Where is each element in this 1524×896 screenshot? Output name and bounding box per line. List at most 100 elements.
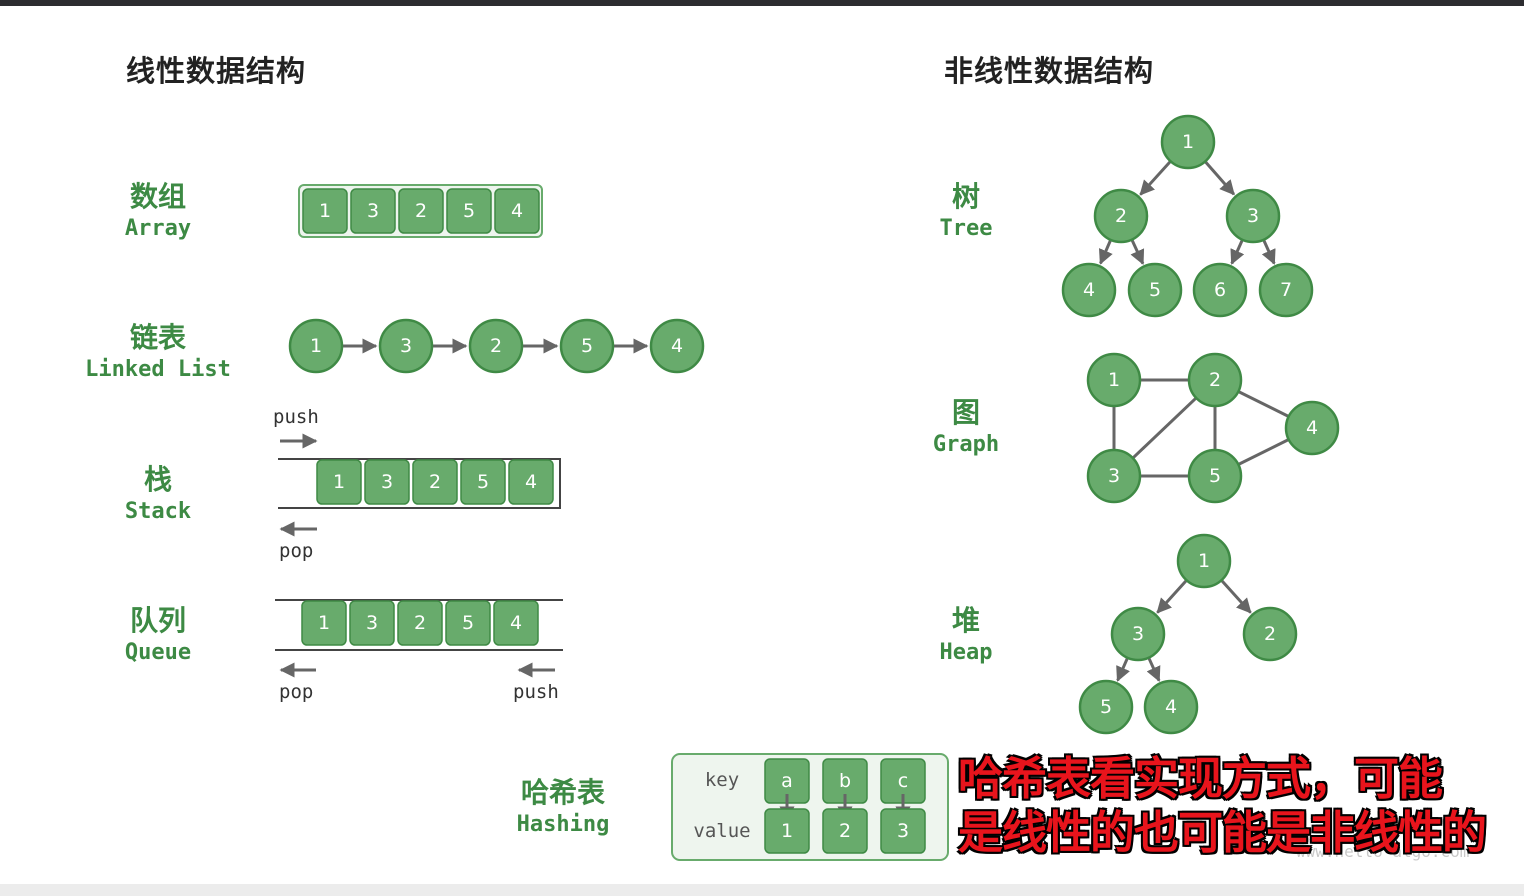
- stack-cell-value: 5: [477, 471, 489, 493]
- nonlinear-title: 非线性数据结构: [944, 54, 1155, 88]
- queue-cell: [397, 600, 443, 646]
- tree-node: [1192, 262, 1248, 318]
- tree-edge: [1130, 238, 1145, 266]
- heap-label-en: Heap: [939, 640, 993, 665]
- hash-value-cell: [880, 808, 926, 854]
- hashing-label: 哈希表 Hashing: [463, 776, 663, 840]
- heap-node: [1110, 606, 1166, 662]
- stack-pop-label: pop: [279, 540, 313, 562]
- linked-list-node: [378, 318, 434, 374]
- hash-value-cell: [822, 808, 868, 854]
- graph-edges: [1112, 378, 1290, 478]
- array-cell: [398, 188, 444, 234]
- linked-list-node-value: 5: [581, 335, 593, 357]
- graph-node-value: 3: [1108, 465, 1120, 487]
- linked-list-node-value: 4: [671, 335, 683, 357]
- queue-cell-value: 4: [510, 612, 522, 634]
- tree-node: [1160, 114, 1216, 170]
- heap-node-value: 5: [1100, 696, 1112, 718]
- heap-label-cn: 堆: [951, 604, 980, 637]
- tree-node: [1225, 188, 1281, 244]
- heap-node: [1143, 679, 1199, 735]
- stack-cell-value: 1: [333, 471, 345, 493]
- linked-list-label-en: Linked List: [85, 357, 231, 382]
- queue-cell: [349, 600, 395, 646]
- heap-diagram: 1 3 2 5 4: [1078, 533, 1298, 735]
- queue-label-cn: 队列: [129, 604, 186, 637]
- graph-node: [1284, 400, 1340, 456]
- graph-node: [1086, 448, 1142, 504]
- caption-line-1: 哈希表看实现方式，可能: [958, 752, 1443, 805]
- array-cell: [302, 188, 348, 234]
- linked-list-node-value: 2: [490, 335, 502, 357]
- stack-cell: [316, 459, 362, 505]
- tree-node-value: 7: [1280, 279, 1292, 301]
- heap-node-value: 1: [1198, 550, 1210, 572]
- window-top-bar: [0, 0, 1524, 6]
- tree-label-cn: 树: [951, 180, 980, 213]
- heap-edge: [1116, 657, 1130, 682]
- hash-key-cell-value: a: [781, 770, 793, 792]
- graph-label: 图 Graph: [866, 396, 1066, 460]
- window-bottom-bar: [0, 884, 1524, 896]
- hashing-key-label: key: [705, 769, 739, 791]
- caption-line-2: 是线性的也可能是非线性的: [958, 806, 1487, 859]
- stack-push-label: push: [273, 406, 319, 428]
- tree-node-value: 4: [1083, 279, 1095, 301]
- tree-edge: [1139, 160, 1172, 196]
- hash-value-cell-value: 3: [897, 820, 909, 842]
- heap-node-value: 3: [1132, 623, 1144, 645]
- heap-edge: [1146, 657, 1161, 682]
- queue-push-label: push: [513, 681, 559, 703]
- array-cell-value: 2: [415, 200, 427, 222]
- array-cell: [446, 188, 492, 234]
- graph-node: [1187, 352, 1243, 408]
- stack-cell-value: 3: [381, 471, 393, 493]
- heap-edges: [1116, 579, 1252, 682]
- heap-edge: [1156, 579, 1188, 614]
- graph-node-value: 1: [1108, 369, 1120, 391]
- queue-cell: [301, 600, 347, 646]
- array-cell-value: 5: [463, 200, 475, 222]
- stack-cell: [412, 459, 458, 505]
- hash-key-cell-value: b: [839, 770, 851, 792]
- linked-list-node: [468, 318, 524, 374]
- tree-node-value: 6: [1214, 279, 1226, 301]
- queue-cell-value: 3: [366, 612, 378, 634]
- queue-pop-label: pop: [279, 681, 313, 703]
- graph-node-value: 4: [1306, 417, 1318, 439]
- tree-node: [1258, 262, 1314, 318]
- linear-title: 线性数据结构: [126, 54, 307, 88]
- linked-list-node: [559, 318, 615, 374]
- graph-node-value: 2: [1209, 369, 1221, 391]
- tree-edge: [1261, 239, 1276, 265]
- array-cell: [350, 188, 396, 234]
- tree-edges: [1098, 160, 1276, 266]
- heap-node: [1078, 679, 1134, 735]
- array-label-cn: 数组: [129, 180, 186, 213]
- graph-edge: [1237, 438, 1290, 466]
- heap-node: [1176, 533, 1232, 589]
- heap-node-value: 2: [1264, 623, 1276, 645]
- graph-edge: [1131, 396, 1198, 460]
- tree-node-value: 1: [1182, 131, 1194, 153]
- array-cell-value: 3: [367, 200, 379, 222]
- array-cell: [494, 188, 540, 234]
- queue-cell: [493, 600, 539, 646]
- graph-node: [1187, 448, 1243, 504]
- stack-label-en: Stack: [124, 499, 192, 524]
- tree-node-value: 5: [1149, 279, 1161, 301]
- heap-node-value: 4: [1165, 696, 1177, 718]
- array-cell-value: 1: [319, 200, 331, 222]
- tree-node-value: 2: [1115, 205, 1127, 227]
